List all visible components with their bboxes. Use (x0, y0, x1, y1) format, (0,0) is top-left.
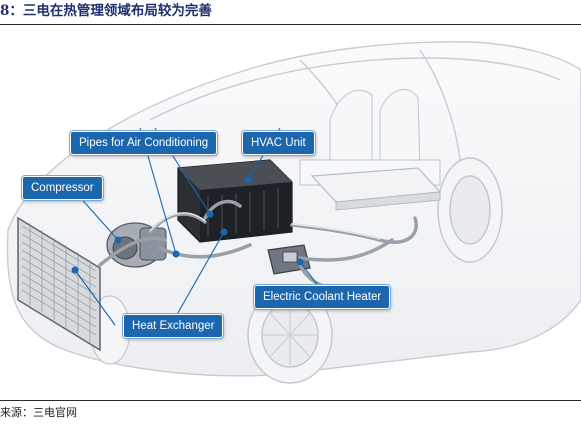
bottom-rule (0, 400, 581, 401)
leader-heater (299, 261, 321, 289)
hvac-unit (177, 159, 293, 243)
dot-exchanger-b (220, 228, 228, 236)
top-rule (0, 24, 581, 25)
source-note: 来源：三电官网 (0, 406, 77, 419)
leader-exchanger-b (174, 231, 225, 319)
compressor (106, 222, 167, 268)
rear-wheel (437, 157, 503, 263)
callout-hvac: HVAC Unit (242, 131, 315, 155)
dot-compressor (114, 236, 122, 244)
battery-pack (310, 167, 442, 211)
leader-exchanger-a (74, 269, 116, 326)
dot-heater (296, 258, 304, 266)
callout-exchanger: Heat Exchanger (123, 314, 224, 338)
dot-exchanger-a (71, 266, 79, 274)
callout-heater: Electric Coolant Heater (254, 285, 391, 309)
front-wheel (247, 286, 333, 384)
callout-compressor: Compressor (22, 176, 103, 200)
radiator (17, 216, 101, 352)
callout-pipes: Pipes for Air Conditioning (70, 131, 218, 155)
figure-caption: 8：三电在热管理领域布局较为完善 (0, 3, 212, 19)
leader-dots (71, 176, 304, 274)
dot-pipes-b (206, 210, 214, 218)
dot-hvac (244, 176, 252, 184)
dot-pipes-a (172, 250, 180, 258)
car-thermal-illustration (6, 41, 581, 384)
